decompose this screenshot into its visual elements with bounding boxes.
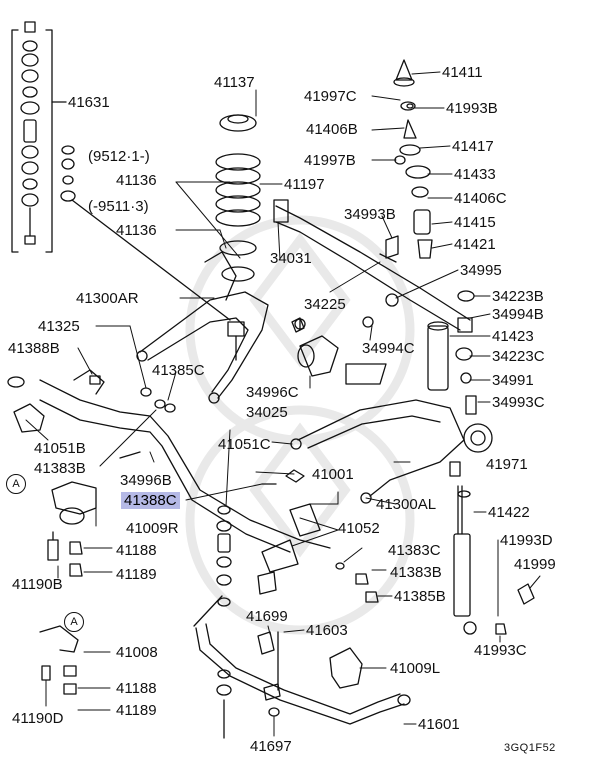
label-41406b: 41406B xyxy=(306,121,358,138)
diagram-code: 3GQ1F52 xyxy=(504,742,556,754)
label-41385c: 41385C xyxy=(152,362,205,379)
label-41697: 41697 xyxy=(250,738,292,755)
label-41993c: 41993C xyxy=(474,642,527,659)
label-41417: 41417 xyxy=(452,138,494,155)
mitsubishi-watermark xyxy=(185,215,415,635)
label-34993c: 34993C xyxy=(492,394,545,411)
label-34031: 34031 xyxy=(270,250,312,267)
leader-lines xyxy=(25,71,541,737)
label-41137: 41137 xyxy=(214,74,255,91)
label-34225: 34225 xyxy=(304,296,346,313)
label-41388c-highlighted[interactable]: 41388C xyxy=(121,492,180,509)
rear-subframe xyxy=(7,369,331,595)
coil-spring xyxy=(215,114,261,282)
label-9512: (9512·1-) xyxy=(88,148,150,165)
label-41197: 41197 xyxy=(284,176,325,193)
label-41631: 41631 xyxy=(68,94,110,111)
label-9511: (-9511·3) xyxy=(88,198,149,215)
label-41009r: 41009R xyxy=(126,520,179,537)
upper-arm-right xyxy=(136,251,269,404)
label-41385b: 41385B xyxy=(394,588,446,605)
shock-absorber xyxy=(453,485,477,635)
label-41190b: 41190B xyxy=(12,576,63,593)
bracket-41009r xyxy=(51,481,97,525)
label-41325: 41325 xyxy=(38,318,80,335)
label-41415: 41415 xyxy=(454,214,496,231)
label-34994c: 34994C xyxy=(362,340,415,357)
label-41188-lower: 41188 xyxy=(116,680,157,697)
label-41001: 41001 xyxy=(312,466,354,483)
label-41388b: 41388B xyxy=(8,340,60,357)
label-41411: 41411 xyxy=(442,64,483,81)
label-34223b: 34223B xyxy=(492,288,544,305)
label-41189-lower: 41189 xyxy=(116,702,157,719)
shock-boot xyxy=(427,290,477,415)
label-34996b: 34996B xyxy=(120,472,172,489)
label-34993b-top: 34993B xyxy=(344,206,396,223)
label-41189-upper: 41189 xyxy=(116,566,157,583)
label-34223c: 34223C xyxy=(492,348,545,365)
label-41136-upper: 41136 xyxy=(116,172,157,189)
label-41300al: 41300AL xyxy=(376,496,437,513)
label-41999: 41999 xyxy=(514,556,556,573)
label-41009l: 41009L xyxy=(390,660,441,677)
label-34996c: 34996C xyxy=(246,384,299,401)
stabilizer-bar xyxy=(193,595,411,725)
label-41300ar: 41300AR xyxy=(76,290,139,307)
label-41997b: 41997B xyxy=(304,152,356,169)
label-41601: 41601 xyxy=(418,716,460,733)
strut-mount-column xyxy=(385,59,433,259)
label-41383c: 41383C xyxy=(388,542,441,559)
diff-mount xyxy=(294,318,387,385)
label-41603: 41603 xyxy=(306,622,348,639)
label-41008: 41008 xyxy=(116,644,158,661)
label-41971: 41971 xyxy=(486,456,528,473)
label-41383b-right: 41383B xyxy=(390,564,442,581)
bushing-stack-left xyxy=(60,145,231,321)
label-41136-lower: 41136 xyxy=(116,222,157,239)
label-41406c: 41406C xyxy=(454,190,507,207)
label-34994b: 34994B xyxy=(492,306,544,323)
label-41051b: 41051B xyxy=(34,440,86,457)
stabilizer-brackets xyxy=(257,631,363,717)
label-34025: 34025 xyxy=(246,404,288,421)
label-41383b-left: 41383B xyxy=(34,460,86,477)
label-41993b-top: 41993B xyxy=(446,100,498,117)
reference-tag-a-upper: A xyxy=(6,474,26,494)
label-41997c: 41997C xyxy=(304,88,357,105)
label-41421: 41421 xyxy=(454,236,496,253)
label-34991: 34991 xyxy=(492,372,534,389)
lower-arm-left xyxy=(290,399,493,504)
reference-tag-a-lower: A xyxy=(64,612,84,632)
label-41052: 41052 xyxy=(338,520,380,537)
label-41699: 41699 xyxy=(246,608,288,625)
stabilizer-link-column xyxy=(216,505,232,739)
crossmember xyxy=(273,199,473,333)
bushing-kit-group xyxy=(11,21,67,253)
label-34995: 34995 xyxy=(460,262,502,279)
label-41423: 41423 xyxy=(492,328,534,345)
label-41422: 41422 xyxy=(488,504,530,521)
label-41993d: 41993D xyxy=(500,532,553,549)
label-41188-upper: 41188 xyxy=(116,542,157,559)
label-41190d: 41190D xyxy=(12,710,64,727)
label-41433: 41433 xyxy=(454,166,496,183)
label-41051c: 41051C xyxy=(218,436,271,453)
left-hardware xyxy=(39,531,83,695)
